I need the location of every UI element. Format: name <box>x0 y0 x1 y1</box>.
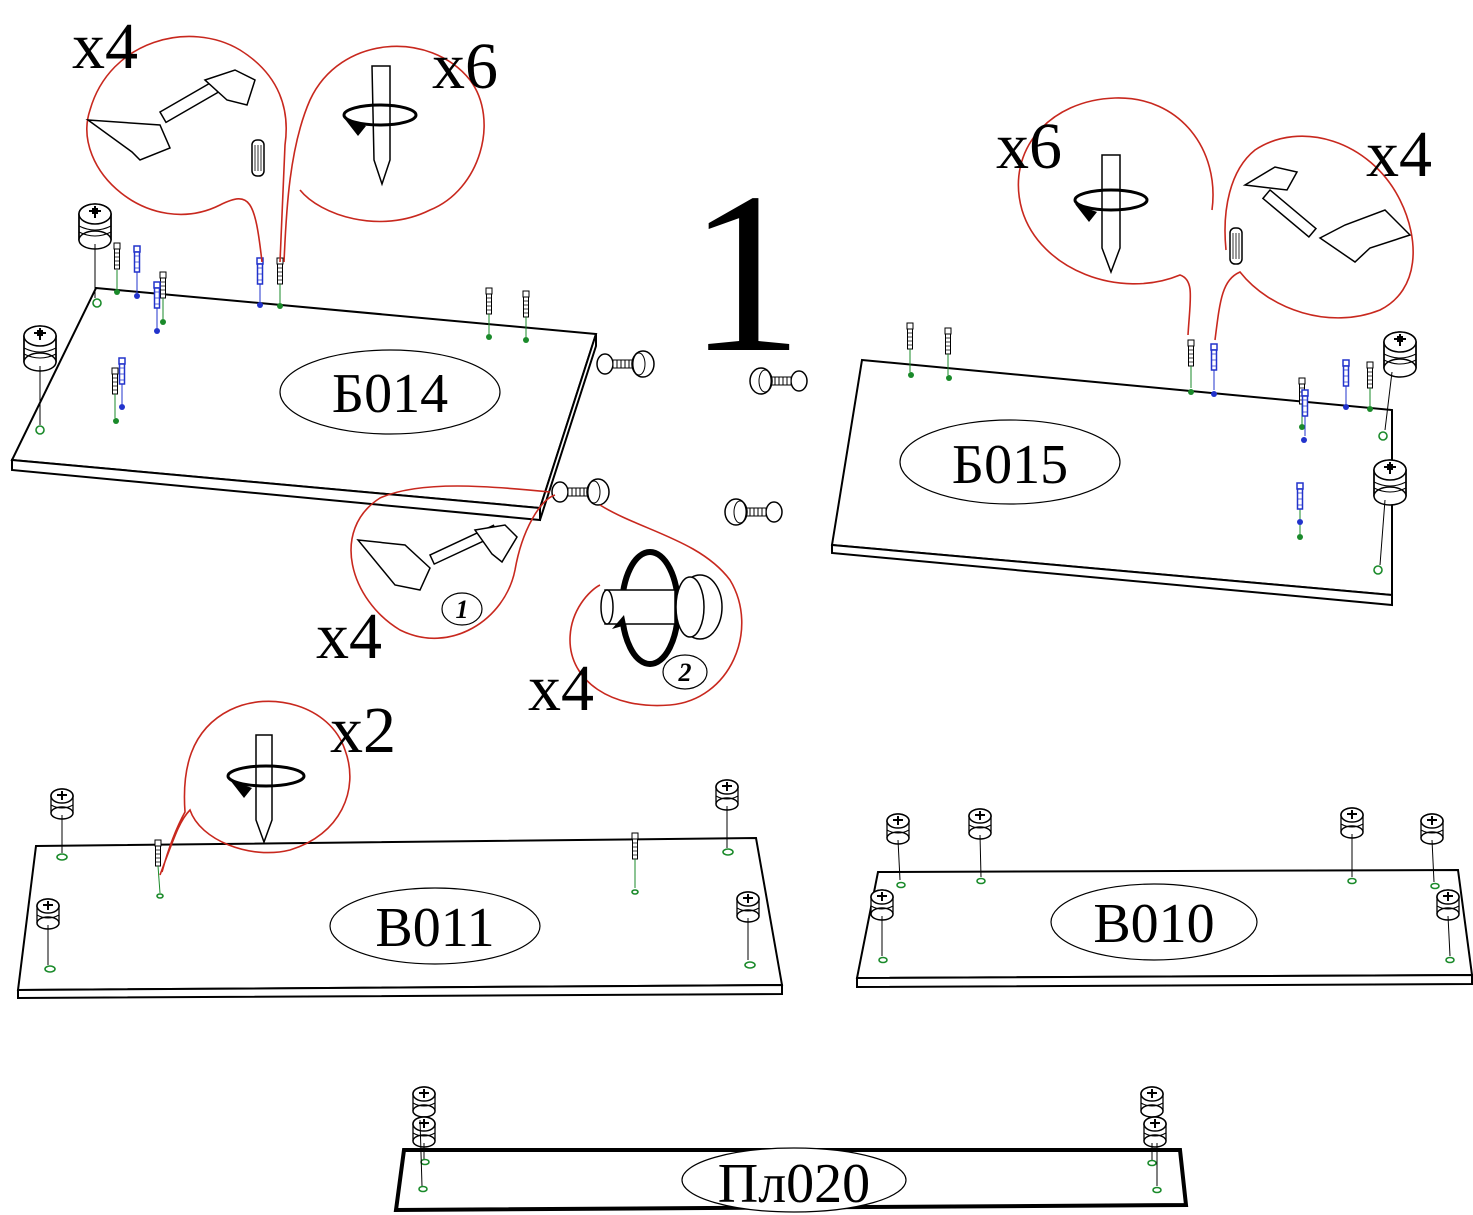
b014-hammer-callout: x4 <box>72 10 287 263</box>
eccentric-turn-callout: 2 x4 <box>528 504 743 725</box>
screwdriver-icon <box>342 65 418 187</box>
eccentric-hammer-callout: 1 x4 <box>316 485 556 673</box>
cam-lock-icon <box>1383 331 1417 378</box>
part-label-v010: В010 <box>1093 893 1214 955</box>
dowel-icon <box>133 245 141 273</box>
eccentric-bolt-icon <box>600 549 723 667</box>
part-label-v011: В011 <box>375 897 494 959</box>
b015-screwdriver-callout: x6 <box>996 97 1214 336</box>
dowel-icon <box>1296 482 1304 510</box>
confirmat-screw-icon <box>631 832 639 860</box>
panel-b014: Б014 <box>10 203 655 522</box>
qty-label: x6 <box>996 110 1062 183</box>
part-label-oval <box>1050 883 1258 961</box>
dowel-icon <box>1342 359 1350 387</box>
eccentric-bolt-icon <box>724 498 783 526</box>
cam-lock-icon <box>736 891 760 923</box>
cam-lock-icon <box>1420 813 1444 845</box>
cam-lock-icon <box>1373 459 1407 506</box>
hammer-icon <box>356 524 518 591</box>
order-number: 1 <box>456 595 469 624</box>
panel-pl020: Пл020 <box>393 1086 1189 1215</box>
confirmat-screw-icon <box>111 367 119 395</box>
b015-hammer-callout: x4 <box>1214 118 1432 341</box>
cam-lock-icon <box>870 889 894 921</box>
eccentric-bolt-icon <box>551 478 610 506</box>
confirmat-screw-icon <box>522 290 530 318</box>
panel-v010: В010 <box>855 807 1473 989</box>
part-label-b015: Б015 <box>952 434 1068 496</box>
cam-lock-icon <box>1340 807 1364 839</box>
qty-label: x2 <box>330 694 396 767</box>
cam-lock-icon <box>78 203 112 250</box>
order-badge <box>441 592 483 626</box>
order-number: 2 <box>678 658 692 687</box>
eccentric-bolt-icon <box>596 350 655 378</box>
cam-lock-icon <box>1140 1086 1164 1118</box>
part-label-oval <box>681 1147 907 1213</box>
confirmat-screw-icon <box>159 271 167 299</box>
cam-lock-icon <box>50 788 74 820</box>
dowel-icon <box>1229 227 1243 265</box>
panel-b015: Б015 <box>724 322 1417 607</box>
part-label-oval <box>279 349 501 435</box>
screwdriver-icon <box>1073 154 1149 275</box>
confirmat-screw-icon <box>1187 339 1195 367</box>
order-badge <box>662 654 708 690</box>
qty-label: x4 <box>1366 118 1432 191</box>
b014-screwdriver-callout: x6 <box>283 30 498 263</box>
step-number: 1 <box>688 145 803 400</box>
cam-lock-icon <box>412 1116 436 1148</box>
cam-lock-icon <box>412 1086 436 1118</box>
dowel-icon <box>251 139 265 177</box>
confirmat-screw-icon <box>1366 361 1374 389</box>
cam-lock-icon <box>886 813 910 845</box>
confirmat-screw-icon <box>906 322 914 350</box>
cam-lock-icon <box>36 898 60 930</box>
confirmat-screw-icon <box>113 242 121 270</box>
confirmat-screw-icon <box>485 287 493 315</box>
dowel-icon <box>1210 343 1218 371</box>
confirmat-screw-icon <box>154 839 162 867</box>
cam-lock-icon <box>23 325 57 372</box>
panel-v011: В011 <box>16 779 784 1000</box>
cam-lock-icon <box>1143 1116 1167 1148</box>
part-label-oval <box>329 887 541 965</box>
qty-label: x4 <box>528 652 594 725</box>
dowel-icon <box>153 281 161 309</box>
qty-label: x6 <box>432 30 498 103</box>
part-label-b014: Б014 <box>332 363 448 425</box>
cam-lock-icon <box>968 808 992 840</box>
qty-label: x4 <box>316 600 382 673</box>
hammer-icon <box>1242 166 1412 263</box>
part-label-oval <box>899 419 1121 505</box>
dowel-icon <box>118 357 126 385</box>
part-label-pl020: Пл020 <box>718 1153 870 1215</box>
screwdriver-icon <box>226 734 306 845</box>
cam-lock-icon <box>715 779 739 811</box>
hammer-icon <box>85 69 256 161</box>
confirmat-screw-icon <box>944 327 952 355</box>
v011-screwdriver-callout: x2 <box>159 694 396 876</box>
cam-lock-icon <box>1436 889 1460 921</box>
qty-label: x4 <box>72 10 138 83</box>
dowel-icon <box>1301 389 1309 417</box>
